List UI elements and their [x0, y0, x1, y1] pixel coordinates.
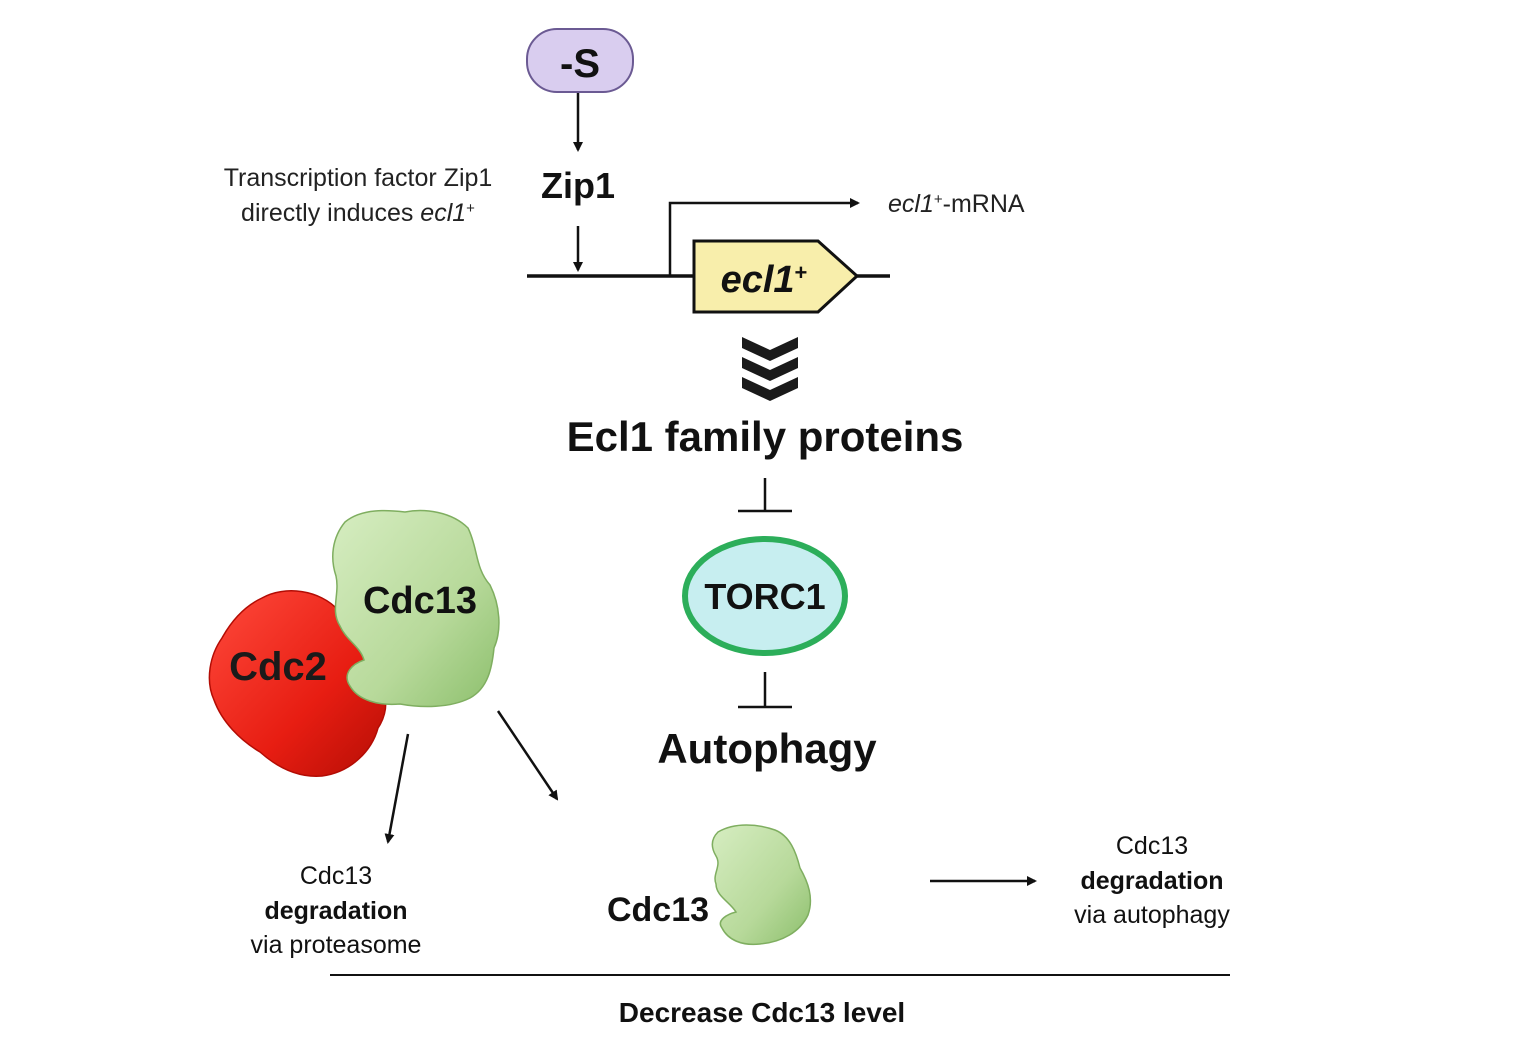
complex-to-proteasome-arrow: [384, 733, 410, 844]
free-cdc13-protein: [711, 824, 812, 946]
proteasome-outcome-line3: via proteasome: [251, 931, 422, 959]
cdc2-label: Cdc2: [229, 645, 327, 689]
complex-to-free-cdc13-arrow: [496, 710, 559, 801]
proteasome-outcome-line1: Cdc13: [300, 862, 372, 890]
transcription-note-line2: directly induces ecl1+: [241, 199, 475, 227]
ecl1-inhibits-torc1: [738, 478, 792, 513]
proteasome-outcome-line2: degradation: [264, 897, 407, 925]
mrna-label: ecl1+-mRNA: [888, 190, 1025, 218]
transcription-start-arrow: [668, 198, 860, 276]
gene-label: ecl1+: [721, 259, 808, 301]
torc1-label: TORC1: [704, 576, 825, 617]
free-cdc13-label: Cdc13: [607, 891, 709, 929]
gene-box: [692, 239, 860, 314]
autophagy-label: Autophagy: [657, 725, 877, 772]
zip1-label: Zip1: [541, 165, 615, 206]
cdc13-complex-label: Cdc13: [363, 580, 477, 622]
signal-label: -S: [560, 42, 600, 86]
signal-pill: [526, 28, 634, 93]
torc1-node: [682, 536, 848, 656]
autophagy-outcome-line2: degradation: [1080, 867, 1223, 895]
transcription-note-line1: Transcription factor Zip1: [224, 164, 493, 192]
torc1-inhibits-autophagy: [738, 672, 792, 709]
summary-label: Decrease Cdc13 level: [619, 997, 905, 1028]
ecl1-proteins-label: Ecl1 family proteins: [567, 413, 964, 460]
cdc13-complex-protein: [332, 509, 500, 708]
autophagy-outcome-line3: via autophagy: [1074, 901, 1230, 929]
autophagy-outcome-line1: Cdc13: [1116, 832, 1188, 860]
translation-chevrons: [742, 337, 798, 401]
